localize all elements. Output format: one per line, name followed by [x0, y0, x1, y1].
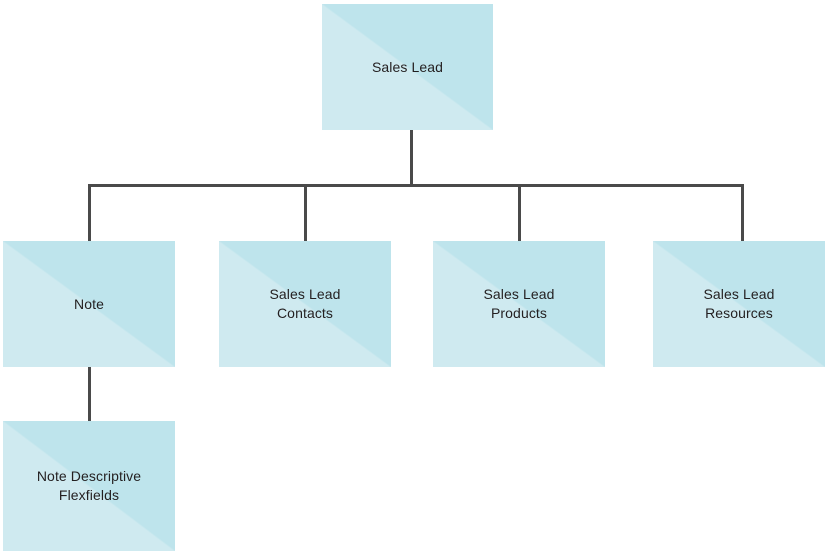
node-sales-lead-label: Sales Lead: [371, 58, 444, 75]
connector-drop-note: [88, 184, 91, 242]
node-sales-lead-products-label: Sales Lead Products: [483, 286, 555, 321]
node-sales-lead-contacts-label: Sales Lead Contacts: [269, 286, 341, 321]
node-note[interactable]: Note: [3, 241, 175, 367]
node-note-descriptive-flexfields-label: Note Descriptive Flexfields: [36, 468, 142, 503]
node-sales-lead-products[interactable]: Sales Lead Products: [433, 241, 605, 367]
connector-stem-sales-lead: [410, 129, 413, 187]
connector-drop-sales-lead-resources: [741, 184, 744, 242]
node-sales-lead-resources[interactable]: Sales Lead Resources: [653, 241, 825, 367]
node-sales-lead[interactable]: Sales Lead: [322, 4, 493, 130]
connector-drop-note-descriptive-flexfields: [88, 366, 91, 422]
connector-drop-sales-lead-products: [518, 184, 521, 242]
connector-drop-sales-lead-contacts: [304, 184, 307, 242]
node-sales-lead-resources-label: Sales Lead Resources: [703, 286, 775, 321]
node-sales-lead-contacts[interactable]: Sales Lead Contacts: [219, 241, 391, 367]
connector-bus-horizontal: [88, 184, 744, 187]
node-note-descriptive-flexfields[interactable]: Note Descriptive Flexfields: [3, 421, 175, 551]
node-note-label: Note: [74, 295, 104, 312]
